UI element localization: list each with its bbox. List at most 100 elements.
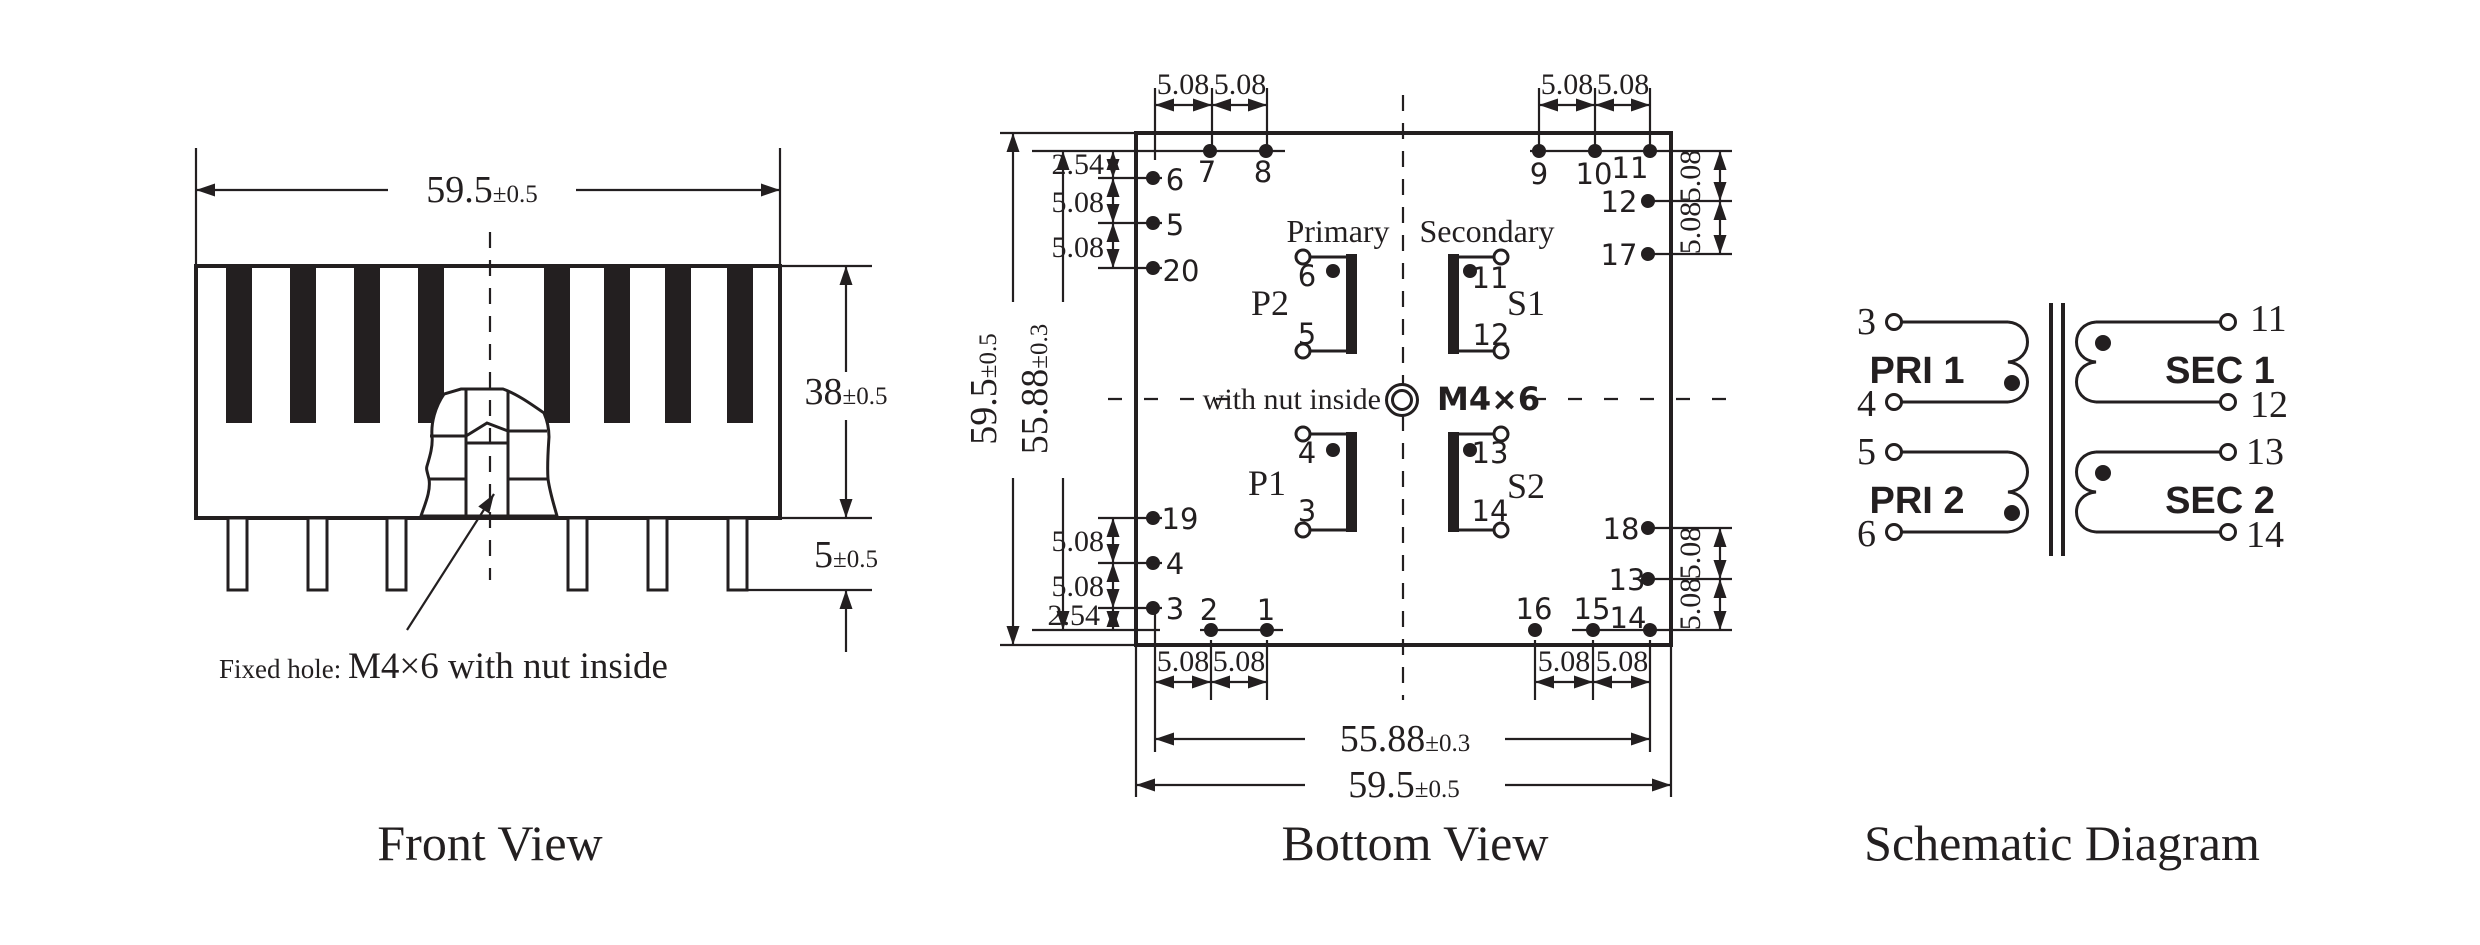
svg-text:4: 4 [1166, 547, 1184, 581]
winding-s1: 11 12 S1 [1448, 248, 1545, 360]
fin [418, 266, 444, 423]
inner-width-label: 55.88±0.3 [1340, 718, 1470, 760]
bottom-left-dims: 2.54 5.08 5.08 5.08 5.08 2.54 [1048, 148, 1120, 632]
svg-text:20: 20 [1163, 254, 1200, 288]
svg-text:12: 12 [1601, 185, 1638, 219]
svg-text:11: 11 [2250, 298, 2287, 340]
polarity-dot [1326, 443, 1340, 457]
fin [290, 266, 316, 423]
fin [665, 266, 691, 423]
svg-text:5.08: 5.08 [1538, 645, 1591, 678]
svg-text:10: 10 [1576, 157, 1613, 191]
svg-text:12: 12 [1473, 318, 1510, 352]
svg-text:SEC 1: SEC 1 [2165, 350, 2275, 392]
svg-text:5.08: 5.08 [1214, 68, 1267, 101]
svg-text:6: 6 [1298, 259, 1316, 293]
fin [604, 266, 630, 423]
svg-text:2.54: 2.54 [1048, 599, 1101, 632]
svg-text:5: 5 [1857, 431, 1876, 473]
bottom-view: with nut inside M4×6 Primary Secondary 6… [963, 68, 1746, 871]
svg-text:4: 4 [1298, 436, 1316, 470]
front-fixed-hole-note: Fixed hole: M4×6 with nut inside [219, 493, 668, 687]
front-fins [226, 266, 753, 423]
bottom-width-dims: 55.88±0.3 59.5±0.5 [1136, 718, 1671, 806]
winding-label: P2 [1251, 283, 1289, 323]
svg-text:3: 3 [1857, 301, 1876, 343]
svg-text:5.08: 5.08 [1213, 645, 1266, 678]
front-pin-length-label: 5±0.5 [814, 534, 878, 576]
svg-text:5.08: 5.08 [1597, 68, 1650, 101]
outer-width-label: 59.5±0.5 [1348, 764, 1459, 806]
svg-text:2: 2 [1200, 593, 1218, 627]
fixed-hole-text: Fixed hole: M4×6 with nut inside [219, 646, 668, 687]
secondary-header: Secondary [1419, 213, 1554, 249]
nut-note: with nut inside [1203, 383, 1381, 416]
nut-symbol [1385, 383, 1419, 417]
svg-text:5.08: 5.08 [1674, 578, 1707, 631]
polarity-dot [2095, 335, 2111, 351]
bottom-bottom-dims: 5.08 5.08 5.08 5.08 [1155, 645, 1650, 689]
svg-text:11: 11 [1612, 151, 1649, 185]
svg-text:9: 9 [1530, 157, 1548, 191]
bottom-right-dims: 5.08 5.08 5.08 5.08 [1674, 150, 1727, 631]
fin [544, 266, 570, 423]
front-width-label: 59.5±0.5 [426, 169, 537, 211]
front-mounting-boss [418, 387, 559, 518]
pin [226, 516, 249, 592]
svg-text:SEC 2: SEC 2 [2165, 480, 2275, 522]
svg-text:5.08: 5.08 [1157, 645, 1210, 678]
bottom-extension-lines [1000, 88, 1732, 797]
winding-p1: 4 3 P1 [1248, 425, 1357, 539]
front-height-dimension: 38±0.5 5±0.5 [748, 264, 887, 652]
svg-text:5.08: 5.08 [1541, 68, 1594, 101]
svg-text:2.54: 2.54 [1052, 148, 1105, 181]
nut-spec: M4×6 [1437, 380, 1540, 418]
front-width-dimension: 59.5±0.5 [194, 148, 782, 264]
svg-text:13: 13 [1472, 436, 1509, 470]
svg-text:19: 19 [1162, 502, 1199, 536]
svg-text:17: 17 [1601, 238, 1638, 272]
svg-text:16: 16 [1516, 592, 1553, 626]
schematic-sec1: 11 12 SEC 1 [2075, 298, 2288, 426]
svg-text:11: 11 [1472, 261, 1509, 295]
svg-text:5.08: 5.08 [1674, 202, 1707, 255]
pin [385, 516, 408, 592]
svg-text:13: 13 [1609, 563, 1646, 597]
fin [727, 266, 753, 423]
front-pins [226, 516, 749, 592]
svg-text:7: 7 [1198, 155, 1216, 189]
svg-text:5.08: 5.08 [1052, 570, 1105, 603]
svg-text:18: 18 [1603, 512, 1640, 546]
polarity-dot [2004, 505, 2020, 521]
pin [726, 516, 749, 592]
svg-text:12: 12 [2250, 384, 2288, 426]
svg-text:PRI 1: PRI 1 [1869, 350, 1964, 392]
winding-p2: 6 5 P2 [1251, 248, 1357, 360]
core-lines [2049, 303, 2065, 556]
svg-text:13: 13 [2246, 431, 2284, 473]
winding-label: S1 [1507, 283, 1545, 323]
svg-text:4: 4 [1857, 383, 1876, 425]
svg-text:6: 6 [1166, 163, 1184, 197]
svg-text:1: 1 [1257, 593, 1275, 627]
outer-height-label: 59.5±0.5 [963, 333, 1005, 444]
fin [226, 266, 252, 423]
polarity-dot [1463, 443, 1477, 457]
bottom-view-title: Bottom View [1282, 815, 1549, 871]
svg-text:5.08: 5.08 [1052, 186, 1105, 219]
svg-text:3: 3 [1166, 592, 1184, 626]
polarity-dot [1326, 264, 1340, 278]
schematic-sec2: 13 14 SEC 2 [2075, 431, 2284, 556]
svg-text:5.08: 5.08 [1052, 525, 1105, 558]
schematic-pri2: 5 6 PRI 2 [1857, 431, 2029, 555]
winding-label: S2 [1507, 466, 1545, 506]
svg-text:3: 3 [1298, 494, 1316, 528]
svg-text:14: 14 [2246, 514, 2284, 556]
svg-text:5.08: 5.08 [1674, 527, 1707, 580]
fin [354, 266, 380, 423]
pin [566, 516, 589, 592]
svg-text:8: 8 [1254, 155, 1272, 189]
schematic-title: Schematic Diagram [1864, 815, 2260, 871]
